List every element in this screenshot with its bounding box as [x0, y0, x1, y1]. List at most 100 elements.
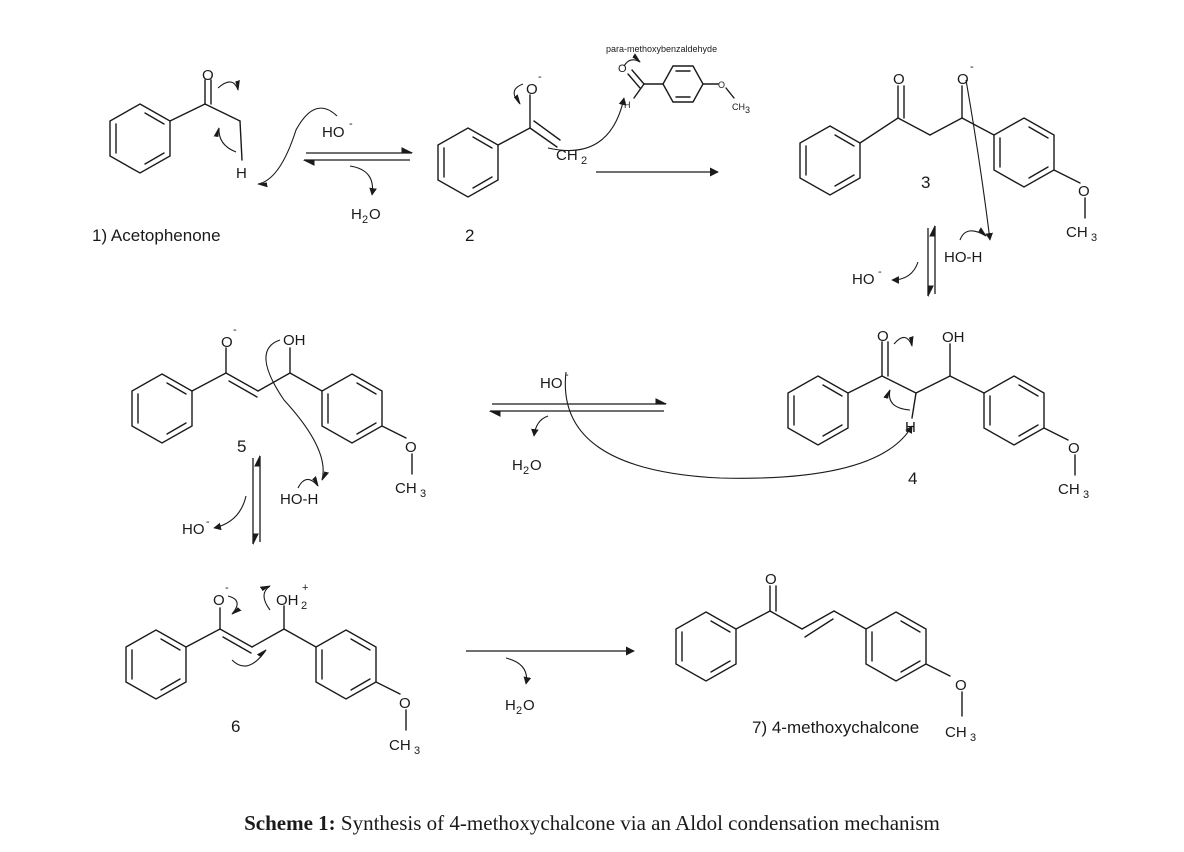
svg-text:CH: CH: [395, 480, 417, 497]
alkoxide-3-structure: O O - O CH 3 3: [799, 61, 1097, 244]
svg-text:OH: OH: [276, 592, 299, 609]
svg-text:-: -: [349, 118, 353, 130]
svg-text:2: 2: [362, 214, 368, 226]
hydroxide-reagent: HO: [182, 521, 205, 538]
enolate-2-structure: O - CH 2 2: [437, 71, 587, 245]
svg-text:-: -: [233, 324, 237, 336]
caption-text: Synthesis of 4-methoxychalcone via an Al…: [335, 811, 940, 835]
svg-text:2: 2: [301, 600, 307, 612]
curly-arrow: [297, 476, 319, 489]
oxygen-atom: O: [526, 81, 538, 98]
svg-text:-: -: [970, 61, 974, 73]
svg-text:2: 2: [516, 705, 522, 717]
curly-arrow: [959, 227, 987, 241]
reagent-name: para-methoxybenzaldehyde: [606, 44, 717, 54]
curly-arrow: [349, 165, 377, 196]
curly-arrow: [531, 415, 549, 437]
svg-text:-: -: [538, 71, 542, 83]
curly-arrow: [227, 595, 242, 615]
compound-label-7: 7) 4-methoxychalcone: [752, 718, 919, 737]
svg-text:O: O: [523, 697, 535, 714]
svg-text:-: -: [225, 582, 229, 594]
oxygen-atom: O: [202, 67, 214, 84]
curly-arrow: [505, 657, 532, 685]
aldehyde-reagent-structure: para-methoxybenzaldehyde O H O CH 3: [606, 44, 750, 115]
scheme-caption: Scheme 1: Synthesis of 4-methoxychalcone…: [0, 811, 1184, 836]
water-label: H 2 O: [505, 697, 535, 717]
svg-text:CH: CH: [732, 102, 745, 112]
svg-text:CH: CH: [1066, 224, 1088, 241]
svg-text:CH: CH: [1058, 481, 1080, 498]
hydroxide-reagent: HO: [540, 375, 563, 392]
curly-arrow: [564, 371, 913, 479]
svg-text:H: H: [624, 100, 631, 110]
svg-text:3: 3: [1091, 232, 1097, 244]
curly-arrow: [257, 107, 338, 188]
compound-label-2: 2: [465, 226, 474, 245]
curly-arrow: [623, 53, 641, 67]
compound-label-3: 3: [921, 173, 930, 192]
svg-text:OH: OH: [283, 332, 306, 349]
svg-text:O: O: [399, 695, 411, 712]
curly-arrow: [217, 79, 240, 91]
svg-text:O: O: [221, 334, 233, 351]
curly-arrow: [231, 649, 267, 667]
hydrogen-atom: H: [236, 165, 247, 182]
compound-label-5: 5: [237, 437, 246, 456]
svg-text:3: 3: [1083, 489, 1089, 501]
svg-text:3: 3: [745, 105, 750, 115]
curly-arrow: [891, 261, 919, 284]
svg-text:OH: OH: [942, 329, 965, 346]
svg-text:-: -: [565, 369, 569, 381]
compound-label-1: 1) Acetophenone: [92, 226, 221, 245]
water-donor: HO-H: [280, 491, 318, 508]
acetophenone-structure: O H 1) Acetophenone: [92, 67, 247, 245]
svg-text:CH: CH: [945, 724, 967, 741]
svg-text:O: O: [405, 439, 417, 456]
svg-text:O: O: [893, 71, 905, 88]
svg-text:O: O: [213, 592, 225, 609]
curly-arrow: [883, 389, 911, 411]
svg-text:H: H: [512, 457, 523, 474]
svg-text:O: O: [1078, 183, 1090, 200]
svg-text:-: -: [206, 516, 210, 528]
water-label: H 2 O: [512, 457, 542, 477]
curly-arrow: [213, 127, 237, 153]
ch2-group: CH: [556, 147, 578, 164]
curly-arrow: [213, 495, 247, 531]
curly-arrow: [513, 83, 524, 105]
curly-arrow: [547, 97, 627, 152]
compound-label-6: 6: [231, 717, 240, 736]
water-label: H 2 O: [351, 206, 381, 226]
svg-text:+: +: [302, 582, 308, 594]
hydroxide-reagent: HO: [322, 124, 345, 141]
svg-text:O: O: [618, 63, 627, 75]
svg-text:O: O: [957, 71, 969, 88]
svg-text:3: 3: [970, 732, 976, 744]
curly-arrow: [265, 339, 330, 481]
hydroxide-reagent: HO: [852, 271, 875, 288]
svg-text:O: O: [1068, 440, 1080, 457]
svg-text:O: O: [877, 328, 889, 345]
chalcone-7-structure: O O CH 3 7) 4-methoxychalcone: [675, 571, 976, 744]
water-donor: HO-H: [944, 249, 982, 266]
svg-text:3: 3: [420, 488, 426, 500]
curly-arrow: [965, 79, 993, 241]
aldol-4-structure: O OH H O CH 3 4: [787, 328, 1089, 501]
svg-text:3: 3: [414, 745, 420, 757]
svg-text:-: -: [878, 266, 882, 278]
svg-text:O: O: [718, 80, 725, 90]
caption-bold: Scheme 1:: [244, 811, 336, 835]
svg-text:O: O: [369, 206, 381, 223]
oxonium-6-structure: O - OH 2 + O CH 3 6: [125, 582, 420, 757]
svg-text:O: O: [530, 457, 542, 474]
svg-text:O: O: [765, 571, 777, 588]
curly-arrow: [259, 585, 271, 611]
svg-text:2: 2: [523, 465, 529, 477]
enolate-5-structure: O - OH O CH 3 5: [131, 324, 426, 500]
svg-text:2: 2: [581, 155, 587, 167]
svg-text:H: H: [505, 697, 516, 714]
svg-text:H: H: [351, 206, 362, 223]
compound-label-4: 4: [908, 469, 917, 488]
